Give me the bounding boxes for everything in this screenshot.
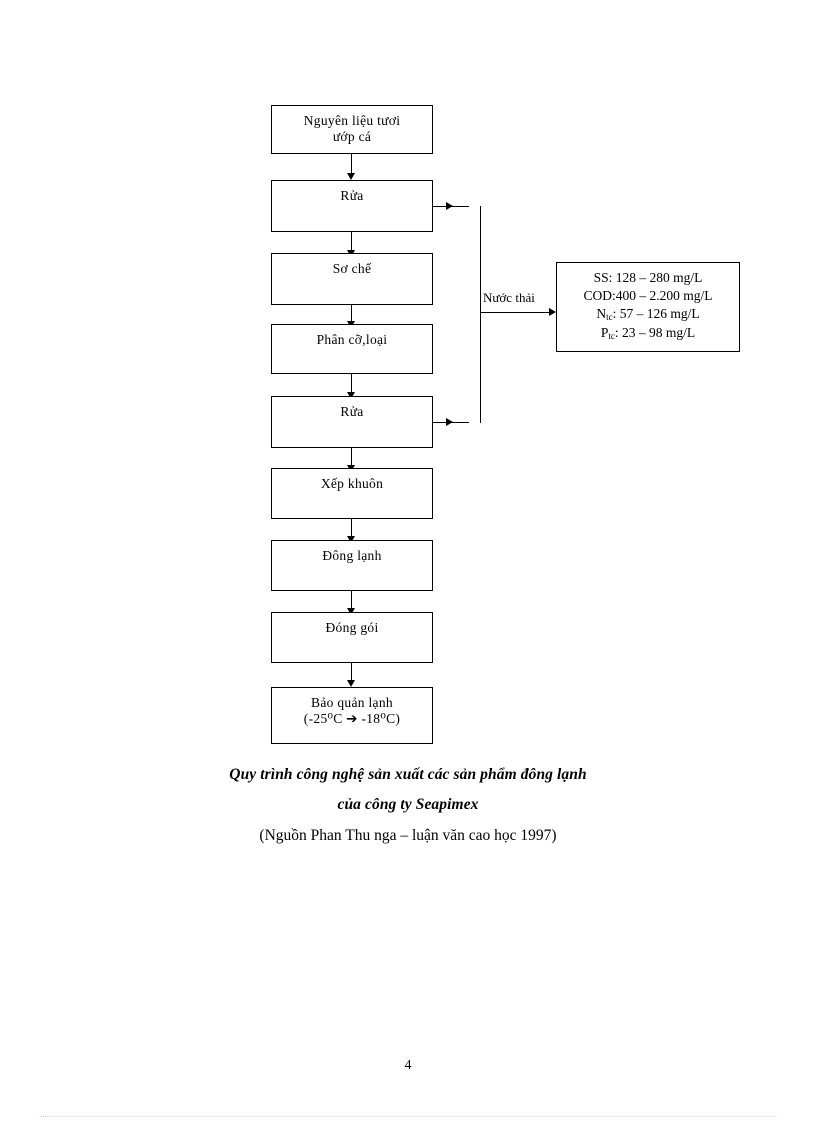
param-row-ss: SS: 128 – 280 mg/L (557, 269, 739, 287)
param-row-ntc-subscript: tc (606, 311, 613, 322)
flow-node-moulding: Xếp khuôn (271, 468, 433, 519)
flow-node-cold-storage-line-2: (-25⁰C ➔ -18⁰C) (303, 710, 401, 726)
arrowhead-wastewater-to-param-box (549, 308, 556, 316)
connector-mould-to-freeze (351, 519, 352, 540)
process-flowchart: Nguyên liệu tươi ướp cá Rửa Sơ chế (271, 105, 740, 744)
connector-wash2-to-mould (351, 448, 352, 469)
connector-prep-to-sort (351, 305, 352, 325)
param-row-ntc-value: 57 – 126 mg/L (619, 305, 700, 321)
param-row-ptc-subscript: tc (608, 330, 615, 341)
flow-node-preprocessing-label: Sơ chế (332, 261, 372, 276)
wastewater-parameter-box: SS: 128 – 280 mg/L COD:400 – 2.200 mg/L … (556, 262, 740, 352)
param-row-ss-value: 128 – 280 mg/L (615, 270, 703, 285)
param-row-ss-sep: : (608, 270, 613, 285)
arrowhead-sort-to-wash2 (347, 392, 355, 399)
connector-raw-to-wash1 (351, 154, 352, 176)
param-row-cod-name: COD (583, 287, 612, 303)
connector-sort-to-wash2 (351, 374, 352, 396)
figure-caption-source: (Nguồn Phan Thu nga – luận văn cao học 1… (259, 827, 557, 844)
connector-freeze-to-pack (351, 591, 352, 612)
connector-pack-to-cold-storage (351, 663, 352, 684)
param-row-ptc: Ptc: 23 – 98 mg/L (557, 324, 739, 343)
param-row-ntc-name: N (596, 305, 607, 321)
param-row-ss-name: SS (593, 270, 609, 285)
connector-wastewater-trunk (480, 206, 481, 423)
arrowhead-pack-to-cold-storage (347, 680, 355, 687)
flow-node-packaging-label: Đóng gói (325, 620, 379, 635)
arrowhead-wash1-wastewater (446, 202, 453, 210)
param-row-ptc-value: 23 – 98 mg/L (622, 324, 696, 340)
footer-divider (40, 1116, 776, 1117)
figure-caption-line-2: của công ty Seapimex (337, 796, 479, 813)
edge-label-wastewater: Nước thải (483, 290, 535, 305)
param-row-cod: COD:400 – 2.200 mg/L (557, 287, 739, 305)
param-row-cod-value: 400 – 2.200 mg/L (615, 287, 713, 303)
arrowhead-raw-to-wash1 (347, 173, 355, 180)
flow-node-cold-storage-line-1: Bảo quản lạnh (311, 695, 393, 710)
flow-node-wash-2-label: Rửa (340, 404, 364, 419)
param-row-ntc: Ntc: 57 – 126 mg/L (557, 305, 739, 324)
param-row-ptc-name: P (600, 324, 609, 340)
flow-node-moulding-label: Xếp khuôn (320, 476, 384, 491)
flow-node-freezing: Đông lạnh (271, 540, 433, 591)
flow-node-packaging: Đóng gói (271, 612, 433, 663)
arrowhead-mould-to-freeze (347, 536, 355, 543)
flow-node-freezing-label: Đông lạnh (322, 548, 382, 563)
flow-node-size-grading: Phân cỡ,loại (271, 324, 433, 374)
flow-node-wash-2: Rửa (271, 396, 433, 448)
flow-node-wash-1: Rửa (271, 180, 433, 232)
param-row-cod-sep: : (612, 287, 616, 303)
page-number: 4 (404, 1058, 412, 1073)
connector-wash1-to-prep (351, 232, 352, 254)
figure-caption-line-1: Quy trình công nghệ sản xuất các sản phẩ… (229, 766, 587, 783)
connector-wastewater-to-param-box (480, 312, 552, 313)
param-row-ntc-sep: : (612, 305, 617, 321)
flow-node-cold-storage: Bảo quản lạnh (-25⁰C ➔ -18⁰C) (271, 687, 433, 744)
flow-node-preprocessing: Sơ chế (271, 253, 433, 305)
arrowhead-wash2-wastewater (446, 418, 453, 426)
arrowhead-freeze-to-pack (347, 608, 355, 615)
flow-node-size-grading-label: Phân cỡ,loại (316, 332, 388, 347)
param-row-ptc-sep: : (614, 324, 619, 340)
figure-caption: Quy trình công nghệ sản xuất các sản phẩ… (0, 760, 816, 852)
flow-node-wash-1-label: Rửa (340, 188, 364, 203)
flow-node-raw-material: Nguyên liệu tươi ướp cá (271, 105, 433, 154)
flow-node-raw-material-line-2: ướp cá (332, 128, 372, 144)
flow-node-raw-material-line-1: Nguyên liệu tươi (303, 113, 401, 128)
